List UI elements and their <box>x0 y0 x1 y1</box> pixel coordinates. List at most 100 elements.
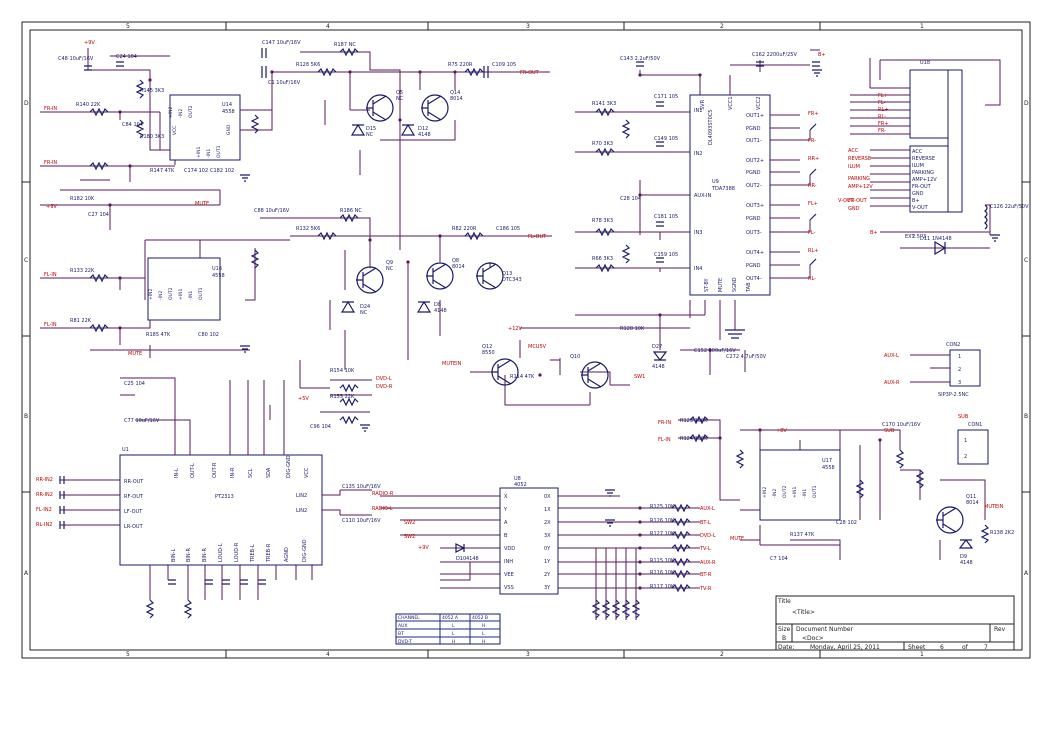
row-label-c-right: C <box>1024 257 1028 264</box>
tv-l-label: TV-L <box>699 546 711 552</box>
u1-bottom-pin: TREB-L <box>250 544 256 563</box>
size-label: Size <box>778 626 791 633</box>
part-value: R186 NC <box>340 208 362 214</box>
con2-pin: 1 <box>958 354 961 360</box>
part-value: C162 2200uF/25V <box>752 52 797 58</box>
u1-right-pin: LIN2 <box>296 508 307 514</box>
u17-pin-label: +IN1 <box>792 487 798 498</box>
part-value: R82 220R <box>452 226 477 232</box>
table-header: 4052 B <box>472 615 488 621</box>
mute-label: SW1 <box>634 374 645 380</box>
diode-part: 4148 <box>466 556 479 562</box>
dvd-r-label: DVD-R <box>376 384 393 390</box>
u9-part: TDA7388 <box>711 186 735 192</box>
u14-pin-label: VCC <box>172 126 178 135</box>
row-label-d: D <box>24 100 29 107</box>
u14-opamp: +IN2 -IN2 OUT2 +IN1 -IN1 OUT1 VCC GND U1… <box>168 94 241 161</box>
u9-left-pin: IN1 <box>694 108 702 114</box>
net-label: AMP+12V <box>848 184 873 190</box>
diode-ref: D8 <box>434 302 441 308</box>
con1-pin: 2 <box>964 454 967 460</box>
row-label-b: B <box>24 413 28 420</box>
radio-l-label: RADIO-L <box>372 506 393 512</box>
u1-bottom-pin: AGND <box>284 547 290 562</box>
passive-components <box>59 47 990 619</box>
u16-pin-label: -IN2 <box>158 291 164 300</box>
rr-in2-label-2: RR-IN2 <box>36 492 53 498</box>
title-block: Title <Title> Size B Document Number <Do… <box>775 595 1015 651</box>
part-value: R132 5K6 <box>296 226 320 232</box>
mid-net-labels: FR-OUT FL-OUT FR+ FR- RR+ RR- FL+ FL- RL… <box>298 52 1004 592</box>
u16-pin-label: +IN2 <box>148 289 154 300</box>
transistors: Q5 NC Q14 8014 Q9 NC Q8 8014 Q13 DTC343 … <box>356 90 979 534</box>
diodes: D15 NC D12 4148 D24 NC D8 4148 D27 4148 … <box>340 123 974 566</box>
date-value: Monday, April 25, 2011 <box>810 644 880 651</box>
col-label-3-bottom: 3 <box>526 651 530 658</box>
part-value: C186 105 <box>496 226 520 232</box>
u1-bottom-pin: BIN-R <box>202 548 208 562</box>
col-label-5: 5 <box>126 23 130 30</box>
transistor-ref: Q8 <box>452 258 459 264</box>
row-label-d-right: D <box>1024 100 1029 107</box>
part-value: C182 102 <box>210 168 234 174</box>
rr-plus-label: RR+ <box>808 156 819 162</box>
row-label-c: C <box>24 257 28 264</box>
part-value: R126 10K <box>650 518 675 524</box>
u9-bottom-pin: MUTE <box>718 278 724 292</box>
col-label-1: 1 <box>920 23 924 30</box>
mcu5v-label: MCU5V <box>528 344 547 350</box>
u17-pin-label: +IN2 <box>762 487 768 498</box>
u9-right-pin: OUT2+ <box>746 158 764 164</box>
part-value: R147 47K <box>150 168 175 174</box>
u16-ref: U16 <box>212 266 222 272</box>
u9-bottom-pin: ST-BY <box>704 277 710 292</box>
u8-left-pin: A <box>504 520 508 526</box>
aux-r-label: AUX-R <box>700 560 716 566</box>
u1-left-pin: RF-OUT <box>124 494 144 500</box>
u18-pin: B+ <box>912 198 920 204</box>
diode-part: 4148 <box>960 560 973 566</box>
part-value: C159 105 <box>654 252 678 258</box>
part-value: C1 10uF/16V <box>268 80 301 86</box>
u8-left-pin: B <box>504 533 508 539</box>
part-value: C135 10uF/16V <box>342 484 381 490</box>
part-value: R115 10K <box>650 558 675 564</box>
of-value: 7 <box>984 644 988 651</box>
size-value: B <box>782 635 786 642</box>
rl-in2-label: RL-IN2 <box>36 522 52 528</box>
row-label-a-right: A <box>1024 570 1029 577</box>
u8-right-pin: 2Y <box>544 572 551 578</box>
row-label-a: A <box>24 570 29 577</box>
diode-ref: D9 <box>960 554 967 560</box>
table-cell: H <box>482 639 485 645</box>
u8-left-pin: X <box>504 494 508 500</box>
u16-part: 4558 <box>212 273 225 279</box>
part-value: R133 22K <box>70 268 95 274</box>
u1-bottom-pin: BIN-R <box>186 548 192 562</box>
plus8v-label: +8V <box>776 428 787 434</box>
part-value: R138 2K2 <box>990 530 1014 536</box>
part-value: R75 220R <box>448 62 473 68</box>
u14-pin-label: GND <box>226 124 232 135</box>
transistor-part: NC <box>386 266 394 272</box>
u16-pin-label: OUT2 <box>168 287 174 300</box>
transistor-part: NC <box>396 96 404 102</box>
u17-pin-label: -IN2 <box>772 489 778 498</box>
u8-right-pin: 0Y <box>544 546 551 552</box>
u1-top-pin: OUT-L <box>190 463 196 478</box>
part-value: C149 105 <box>654 136 678 142</box>
part-value: C110 10uF/16V <box>342 518 381 524</box>
ext-part: 2.5P3 <box>912 234 926 240</box>
u9-right-pin: OUT3- <box>746 230 762 236</box>
net-label: FR+ <box>878 121 889 127</box>
u1-bottom-pin: TREB-R <box>266 543 272 563</box>
part-value: R155 22K <box>330 394 355 400</box>
net-label: REVERSE <box>848 156 871 162</box>
row-label-b-right: B <box>1024 413 1028 420</box>
part-value: R127 10K <box>650 531 675 537</box>
plus9v-u8-label: +9V <box>418 545 429 551</box>
u8-left-pin: VDD <box>504 546 515 552</box>
part-value: R66 3K3 <box>592 256 613 262</box>
u9-right-pin: OUT3+ <box>746 203 764 209</box>
bt-l-label: BT-L <box>700 520 711 526</box>
